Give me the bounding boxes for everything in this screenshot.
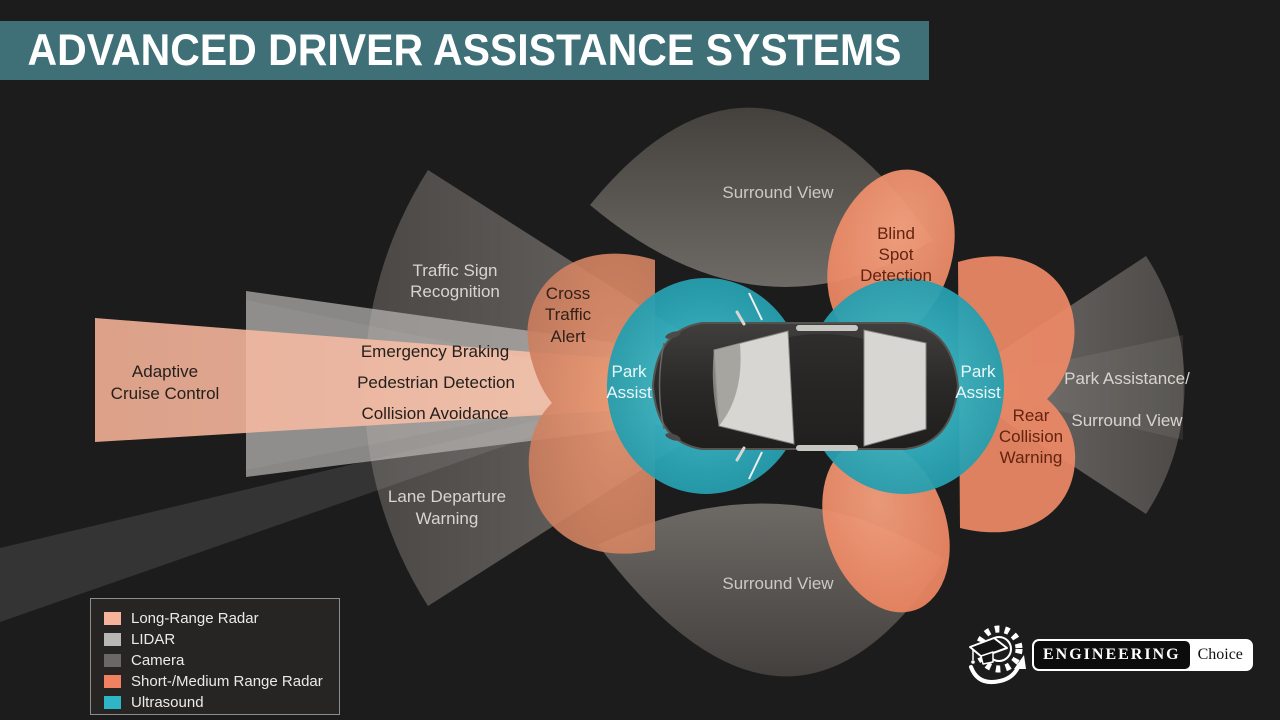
legend-label: Camera: [131, 652, 185, 669]
label-blind-spot-detection: Blind: [877, 224, 915, 243]
car-top-view: [651, 292, 960, 480]
label-rear-collision-warning: Warning: [1000, 448, 1063, 467]
label-cross-traffic-alert: Cross: [546, 284, 590, 303]
front-sensor-mark-top: [748, 292, 763, 321]
graduation-cap: [969, 637, 1008, 658]
swoosh-arrow: [969, 663, 1021, 684]
label-adaptive-cruise-control: Cruise Control: [111, 384, 220, 403]
sensor-legend: Long-Range Radar LIDAR Camera Short-/Med…: [90, 598, 340, 715]
car-mirror-bottom: [735, 446, 746, 462]
car-mirror-top: [735, 310, 746, 326]
legend-label: Short-/Medium Range Radar: [131, 673, 323, 690]
legend-item-short-medium-radar: Short-/Medium Range Radar: [104, 671, 329, 692]
lidar-spill-ray: [0, 390, 665, 622]
label-traffic-sign-recognition: Traffic Sign: [412, 261, 497, 280]
camera-fan-right: [950, 256, 1185, 514]
legend-item-camera: Camera: [104, 650, 329, 671]
label-emergency-braking: Emergency Braking: [361, 342, 509, 361]
logo-brand-text: ENGINEERING: [1034, 641, 1190, 669]
legend-label: Long-Range Radar: [131, 610, 259, 627]
label-cross-traffic-alert: Traffic: [545, 305, 592, 324]
label-rear-collision-warning: Rear: [1013, 406, 1050, 425]
label-lane-departure-warning: Lane Departure: [388, 487, 506, 506]
label-park-assistance-right: Park Assistance/: [1064, 369, 1190, 388]
legend-item-lidar: LIDAR: [104, 629, 329, 650]
engineering-choice-logo: ENGINEERING Choice: [966, 618, 1253, 698]
long-range-radar-swatch: [104, 612, 121, 625]
label-cross-traffic-alert: Alert: [551, 327, 586, 346]
car-side-window-top: [796, 325, 858, 331]
label-adaptive-cruise-control: Adaptive: [132, 362, 198, 381]
camera-streak-right: [950, 335, 1183, 440]
gear-graduation-icon: [969, 625, 1026, 684]
car-rear-window: [863, 329, 927, 447]
short-medium-radar-swatch: [104, 675, 121, 688]
legend-label: Ultrasound: [131, 694, 204, 711]
label-park-assist-front: Assist: [606, 383, 652, 402]
label-surround-view-top: Surround View: [722, 183, 834, 202]
legend-item-long-range-radar: Long-Range Radar: [104, 608, 329, 629]
ultrasound-swatch: [104, 696, 121, 709]
label-park-assist-rear: Park: [961, 362, 996, 381]
legend-item-ultrasound: Ultrasound: [104, 692, 329, 713]
label-lane-departure-warning: Warning: [416, 509, 479, 528]
car-windshield-shade: [712, 344, 741, 426]
label-park-assistance-right: Surround View: [1071, 411, 1183, 430]
car-front-bumper-line: [658, 342, 665, 430]
camera-swatch: [104, 654, 121, 667]
label-blind-spot-detection: Detection: [860, 266, 932, 285]
lidar-swatch: [104, 633, 121, 646]
page-title: ADVANCED DRIVER ASSISTANCE SYSTEMS: [27, 25, 902, 75]
front-camera-spread: [246, 300, 660, 470]
logo-suffix-text: Choice: [1197, 646, 1243, 663]
label-park-assist-front: Park: [612, 362, 647, 381]
label-rear-collision-warning: Collision: [999, 427, 1063, 446]
legend-label: LIDAR: [131, 631, 176, 648]
long-range-radar-beam: [95, 318, 660, 442]
label-traffic-sign-recognition: Recognition: [410, 282, 500, 301]
label-park-assist-rear: Assist: [955, 383, 1001, 402]
logo-wordmark: ENGINEERING Choice: [1032, 639, 1253, 671]
car-side-window-bottom: [796, 445, 858, 451]
label-blind-spot-detection: Spot: [879, 245, 914, 264]
rear-collision-warning-zone: [958, 256, 1076, 533]
car-headlight-top: [665, 331, 681, 339]
car-headlight-bottom: [665, 433, 681, 441]
front-sensor-mark-bottom: [748, 451, 763, 480]
label-collision-avoidance: Collision Avoidance: [361, 404, 508, 423]
label-pedestrian-detection: Pedestrian Detection: [357, 373, 515, 392]
title-banner: ADVANCED DRIVER ASSISTANCE SYSTEMS: [0, 21, 929, 80]
label-surround-view-bottom: Surround View: [722, 574, 834, 593]
